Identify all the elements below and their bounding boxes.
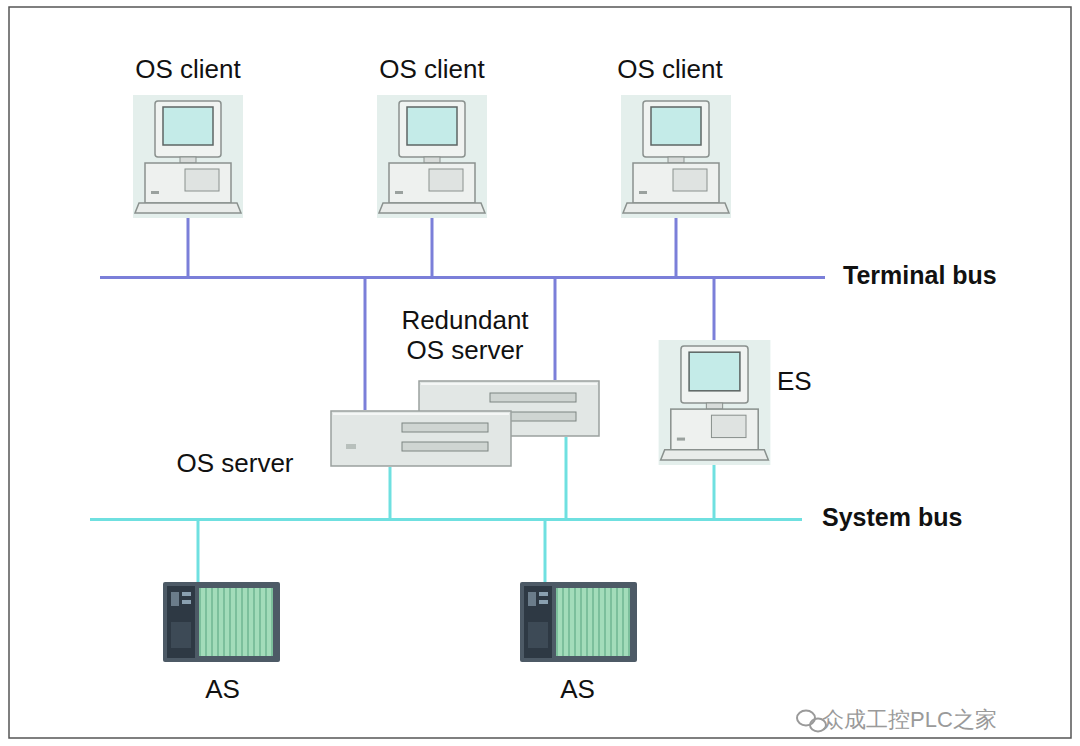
plc-icon <box>163 582 280 662</box>
bus-line <box>90 518 802 521</box>
bus-connector <box>713 465 716 518</box>
bus-connector <box>431 218 434 276</box>
bus-connector <box>713 279 716 340</box>
workstation-icon <box>621 95 731 218</box>
os-server: OS server <box>160 408 515 480</box>
workstation-icon <box>133 95 243 218</box>
automation-system: AS <box>515 580 640 708</box>
bus-connector <box>389 467 392 518</box>
plc-icon <box>520 582 637 662</box>
device-label: ES <box>777 366 812 396</box>
engineering-station: ES <box>655 338 820 468</box>
system-bus: System bus <box>90 518 995 521</box>
workstation-icon <box>377 95 487 218</box>
automation-system: AS <box>160 580 285 708</box>
bus-label: Terminal bus <box>843 260 997 290</box>
terminal-bus: Terminal bus <box>100 276 1030 279</box>
device-label: AS <box>160 674 285 704</box>
device-label: OS server <box>160 448 310 478</box>
workstation-icon <box>657 340 772 465</box>
device-label: AS <box>515 674 640 704</box>
device-label: OS client <box>360 54 504 84</box>
os-client: OS client <box>360 50 504 220</box>
bus-label: System bus <box>822 502 962 532</box>
bus-connector <box>544 521 547 582</box>
watermark-icon <box>797 711 826 732</box>
bus-connector <box>675 218 678 276</box>
os-client: OS client <box>116 50 260 220</box>
server-icon <box>330 410 512 467</box>
device-label: OS client <box>116 54 260 84</box>
bus-connector <box>187 218 190 276</box>
bus-connector <box>554 279 557 380</box>
bus-line <box>100 276 825 279</box>
device-label: OS client <box>598 54 742 84</box>
bus-connector <box>197 521 200 582</box>
bus-connector <box>364 279 367 410</box>
bus-connector <box>565 437 568 518</box>
os-client: OS client <box>604 50 748 220</box>
watermark: 众成工控PLC之家 <box>822 705 997 735</box>
device-label: Redundant OS server <box>385 305 545 365</box>
